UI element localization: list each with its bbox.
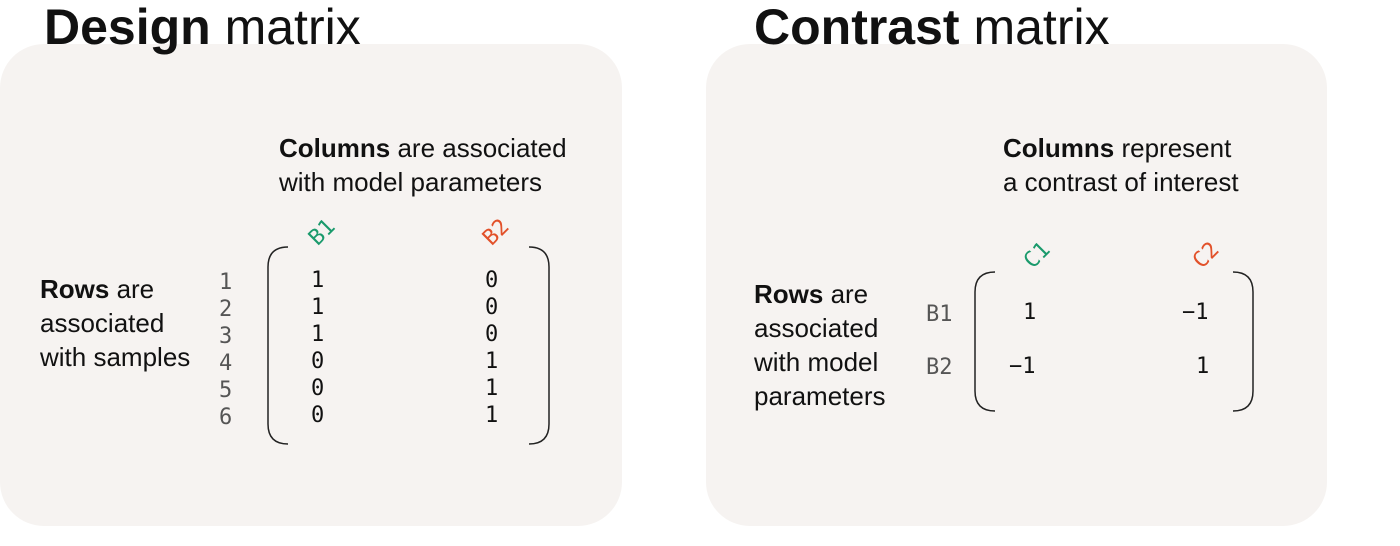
design-title-bold: Design [44,0,211,55]
design-matrix-panel [0,44,622,526]
contrast-cell: −1 [1009,354,1036,379]
contrast-title-bold: Contrast [754,0,960,55]
design-right-bracket [528,246,550,445]
design-rows-note-line3: with samples [40,342,191,372]
design-columns-note-bold: Columns [279,133,391,163]
design-rows-note-line1: are [109,274,155,304]
contrast-row-label-b2: B2 [926,355,953,380]
design-row-label: 5 [219,378,233,403]
design-cell: 0 [311,376,325,401]
design-row-label: 6 [219,405,233,430]
design-row-label: 4 [219,351,233,376]
design-cell: 1 [311,322,325,347]
design-rows-note-bold: Rows [40,274,110,304]
contrast-cell: 1 [1023,300,1037,325]
contrast-row-label-b1: B1 [926,302,953,327]
contrast-columns-note-line1: represent [1114,133,1232,163]
design-rows-note-line2: associated [40,308,165,338]
design-matrix-title: Design matrix [44,0,361,56]
contrast-rows-note-line1: are [823,279,869,309]
contrast-columns-note-bold: Columns [1003,133,1115,163]
design-cell: 0 [485,268,499,293]
contrast-columns-note-line2: a contrast of interest [1003,167,1239,197]
design-cell: 1 [485,376,499,401]
contrast-rows-note-line2: associated [754,313,879,343]
contrast-matrix-panel [706,44,1327,526]
design-row-label: 2 [219,297,233,322]
contrast-rows-note-line4: parameters [754,381,886,411]
design-cell: 1 [311,295,325,320]
contrast-rows-note-bold: Rows [754,279,824,309]
design-title-rest: matrix [210,0,361,55]
contrast-rows-note-line3: with model [754,347,879,377]
design-cell: 1 [311,268,325,293]
design-cell: 0 [485,295,499,320]
design-row-label: 3 [219,324,233,349]
design-columns-note-line2: with model parameters [279,167,542,197]
contrast-left-bracket [974,271,996,412]
design-cell: 0 [485,322,499,347]
contrast-columns-note: Columns represent a contrast of interest [1003,131,1239,199]
design-columns-note: Columns are associated with model parame… [279,131,567,199]
contrast-cell: 1 [1196,354,1210,379]
design-cell: 0 [311,349,325,374]
design-cell: 1 [485,349,499,374]
contrast-matrix-title: Contrast matrix [754,0,1110,56]
contrast-cell: −1 [1182,300,1209,325]
contrast-right-bracket [1232,271,1254,412]
design-row-label: 1 [219,270,233,295]
design-left-bracket [267,246,289,445]
design-cell: 1 [485,403,499,428]
design-rows-note: Rows are associated with samples [40,272,190,374]
contrast-rows-note: Rows are associated with model parameter… [754,277,886,413]
contrast-title-rest: matrix [959,0,1110,55]
design-columns-note-line1: are associated [390,133,567,163]
design-cell: 0 [311,403,325,428]
